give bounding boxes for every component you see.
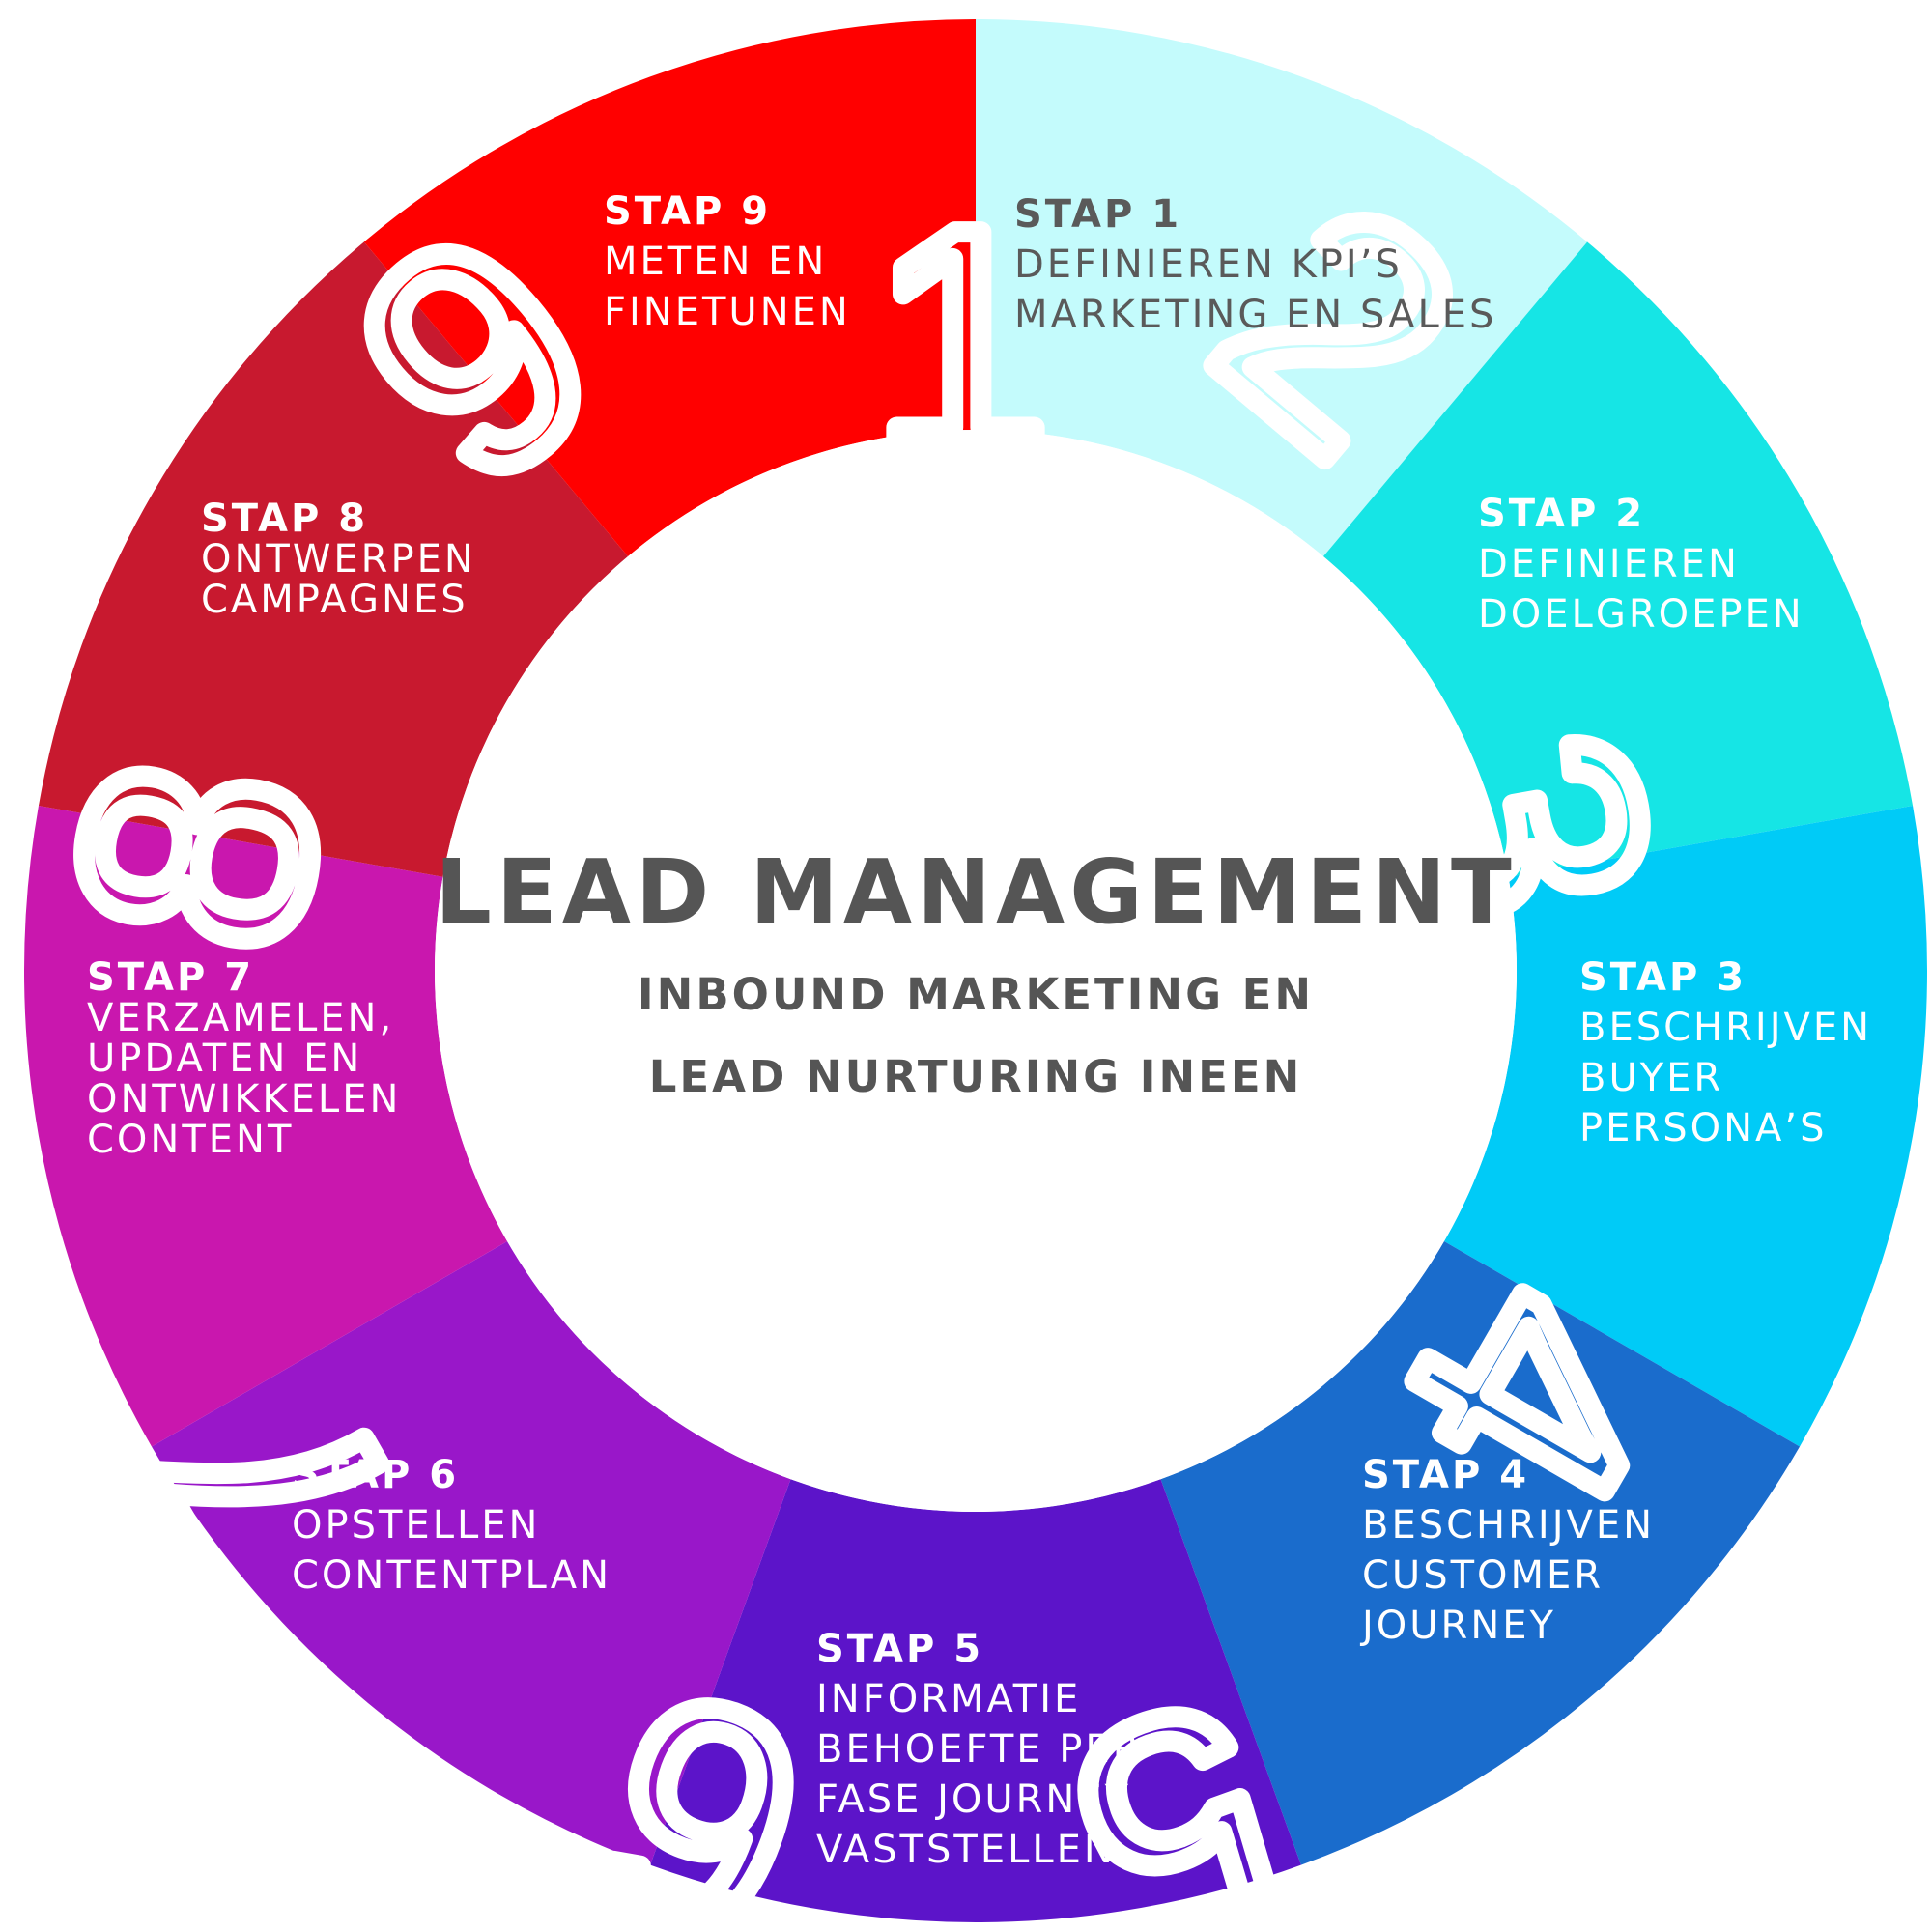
step-title-9: STAP 9: [604, 189, 771, 234]
center-subtitle-line1: INBOUND MARKETING EN: [638, 969, 1314, 1020]
step-7-text-line: UPDATEN EN: [87, 1037, 362, 1081]
center-subtitle-line2: LEAD NURTURING INEEN: [649, 1051, 1303, 1102]
step-3-text-line: PERSONA’S: [1579, 1106, 1827, 1151]
step-1-text-line: MARKETING EN SALES: [1014, 293, 1496, 337]
step-title-1: STAP 1: [1014, 192, 1181, 237]
step-7-text-line: ONTWIKKELEN: [87, 1077, 401, 1122]
step-4-text-line: JOURNEY: [1359, 1604, 1556, 1648]
segment-step-8: [38, 242, 629, 877]
step-title-3: STAP 3: [1579, 955, 1747, 1000]
step-5-text-line: VASTSTELLEN: [816, 1828, 1116, 1872]
center-title: LEAD MANAGEMENT: [435, 840, 1517, 944]
segment-step-9: [363, 19, 976, 557]
step-8-text-line: ONTWERPEN: [201, 537, 476, 582]
center-circle: [435, 430, 1517, 1512]
step-title-6: STAP 6: [292, 1453, 459, 1497]
step-5-text-line: FASE JOURNEY: [816, 1777, 1131, 1822]
step-4-text-line: BESCHRIJVEN: [1362, 1503, 1655, 1548]
step-3-text-line: BESCHRIJVEN: [1579, 1006, 1872, 1050]
step-7-text-line: CONTENT: [87, 1118, 294, 1162]
segment-step-1: [976, 19, 1588, 557]
step-7-text-line: VERZAMELEN,: [87, 996, 394, 1040]
step-6-text-line: CONTENTPLAN: [292, 1553, 611, 1598]
step-5-text-line: INFORMATIE: [816, 1677, 1081, 1721]
step-title-8: STAP 8: [201, 497, 368, 541]
segment-step-2: [1322, 242, 1914, 877]
step-title-7: STAP 7: [87, 955, 254, 1000]
step-title-4: STAP 4: [1362, 1453, 1529, 1497]
step-5-text-line: BEHOEFTE PER: [816, 1727, 1142, 1772]
step-1-text-line: DEFINIEREN KPI’S: [1014, 242, 1403, 287]
step-title-5: STAP 5: [816, 1627, 983, 1671]
segment-step-3: [1443, 805, 1927, 1447]
step-6-text-line: OPSTELLEN: [292, 1503, 540, 1548]
step-9-text-line: FINETUNEN: [604, 290, 851, 334]
cycle-segments: [23, 19, 1927, 1922]
segment-step-7: [23, 805, 508, 1447]
step-3-text-line: BUYER: [1579, 1056, 1723, 1100]
step-4-text-line: CUSTOMER: [1362, 1553, 1604, 1598]
segment-step-6: [151, 1241, 791, 1865]
step-9-text-line: METEN EN: [604, 240, 827, 284]
cycle-step-labels: STAP 1 DEFINIEREN KPI’S MARKETING EN SALES…: [87, 189, 1872, 1872]
segment-step-5: [650, 1479, 1301, 1922]
segment-step-4: [1160, 1241, 1801, 1865]
step-title-2: STAP 2: [1478, 492, 1645, 536]
step-2-text-line: DOELGROEPEN: [1478, 592, 1804, 637]
step-2-text-line: DEFINIEREN: [1478, 542, 1740, 586]
step-8-text-line: CAMPAGNES: [201, 578, 469, 622]
